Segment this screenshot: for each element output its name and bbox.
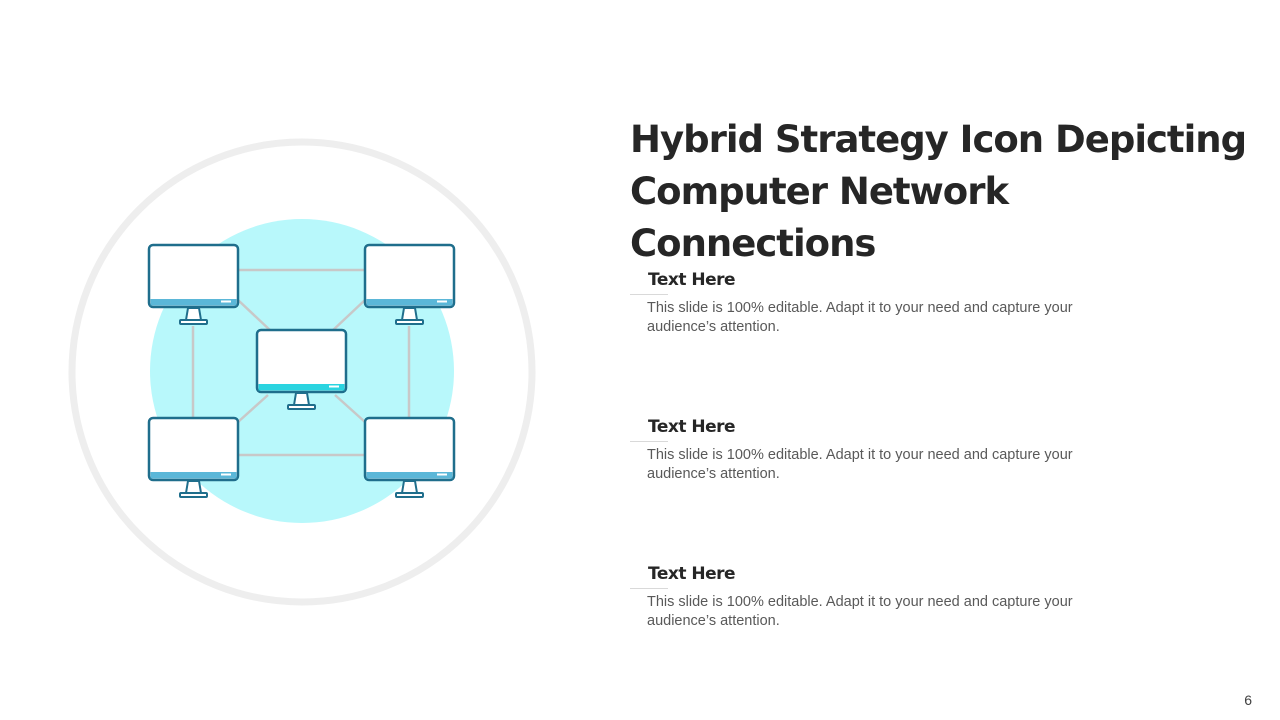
text-item: Text Here This slide is 100% editable. A… (630, 562, 1150, 631)
slide-title: Hybrid Strategy Icon Depicting Computer … (630, 118, 1247, 265)
network-illustration (68, 138, 536, 606)
text-item-heading: Text Here (648, 417, 736, 437)
network-connectors (191, 268, 411, 457)
text-item-divider (630, 588, 668, 589)
text-item: Text Here This slide is 100% editable. A… (630, 268, 1150, 337)
computer-monitor-icon (363, 416, 456, 498)
text-item-description: This slide is 100% editable. Adapt it to… (647, 300, 1073, 335)
computer-monitor-icon (147, 243, 240, 325)
text-item-description: This slide is 100% editable. Adapt it to… (647, 447, 1073, 482)
text-item: Text Here This slide is 100% editable. A… (630, 415, 1150, 484)
computer-monitor-icon (147, 416, 240, 498)
page-number: 6 (1244, 692, 1252, 708)
text-item-divider (630, 441, 668, 442)
outer-ring (68, 138, 536, 606)
computer-monitor-icon (255, 328, 348, 410)
text-item-divider (630, 294, 668, 295)
text-item-description: This slide is 100% editable. Adapt it to… (647, 594, 1073, 629)
text-item-heading: Text Here (648, 564, 736, 584)
computer-monitor-icon (363, 243, 456, 325)
text-item-heading: Text Here (648, 270, 736, 290)
